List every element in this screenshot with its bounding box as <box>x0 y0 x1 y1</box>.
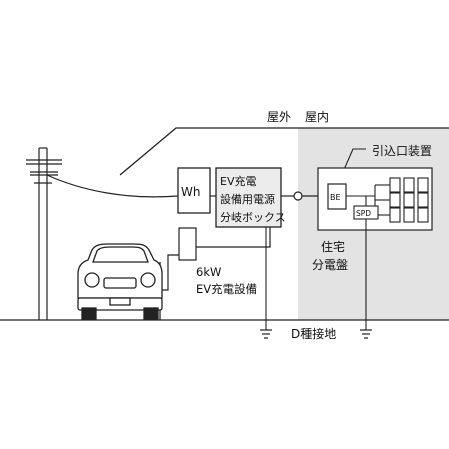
panel-label-line1: 住宅 <box>321 239 345 254</box>
ground-label: D種接地 <box>291 326 336 341</box>
ev-branch-box <box>215 167 282 228</box>
house-outline <box>119 127 449 176</box>
indoor-label: 屋内 <box>305 110 329 124</box>
service-entrance-label: 引込口装置 <box>372 144 432 158</box>
charger-feed-wire <box>196 227 271 248</box>
ground-wires <box>265 219 367 330</box>
charger-label-line1: 6kW <box>196 265 221 279</box>
ev-branch-box-line1: EV充電 <box>220 174 256 188</box>
outdoor-label: 屋外 <box>267 110 291 124</box>
ground-symbol-icon <box>260 329 272 339</box>
meter-label: Wh <box>181 185 200 199</box>
panel-label-line2: 分電盤 <box>312 258 348 272</box>
car-icon <box>77 243 163 320</box>
service-drop-wire <box>46 174 179 198</box>
meter-box <box>177 167 211 214</box>
spd-label: SPD <box>356 209 371 218</box>
ev-branch-box-line2: 設備用電源 <box>220 192 275 206</box>
connection-ring-icon <box>293 191 303 201</box>
be-label: BE <box>330 193 341 202</box>
ev-branch-box-line3: 分岐ボックス <box>220 211 286 224</box>
charger-label-line2: EV充電設備 <box>196 282 257 296</box>
branch-breakers <box>389 177 429 223</box>
utility-pole-icon <box>26 147 62 320</box>
ev-charger-unit <box>178 227 197 261</box>
ground-symbol-icon <box>360 329 372 339</box>
